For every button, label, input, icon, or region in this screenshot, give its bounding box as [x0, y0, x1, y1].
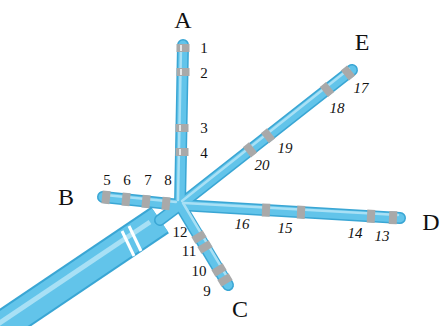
callout-number: 2	[200, 66, 208, 81]
callout-number: 12	[173, 225, 188, 240]
callout-number: 5	[103, 173, 111, 188]
callout-number: 7	[144, 173, 152, 188]
branch-letter: E	[355, 30, 370, 54]
branch-letter: B	[58, 185, 74, 209]
branch-letter: A	[174, 8, 191, 32]
callout-number: 1	[200, 41, 208, 56]
callout-number: 20	[255, 158, 270, 173]
callout-number: 10	[192, 264, 207, 279]
callout-number: 14	[348, 226, 363, 241]
callout-number: 9	[203, 284, 211, 299]
callout-number: 13	[375, 229, 390, 244]
callout-number: 17	[354, 81, 369, 96]
callout-number: 19	[278, 141, 293, 156]
branch-letter: D	[422, 210, 439, 234]
callout-number: 16	[235, 217, 250, 232]
branch-letter: C	[232, 297, 248, 321]
callout-number: 4	[200, 146, 208, 161]
callout-number: 11	[182, 244, 196, 259]
callout-number: 15	[278, 221, 293, 236]
callout-number: 6	[123, 173, 131, 188]
callout-number: 8	[164, 173, 172, 188]
callout-number: 3	[200, 121, 208, 136]
callout-number: 18	[330, 101, 345, 116]
